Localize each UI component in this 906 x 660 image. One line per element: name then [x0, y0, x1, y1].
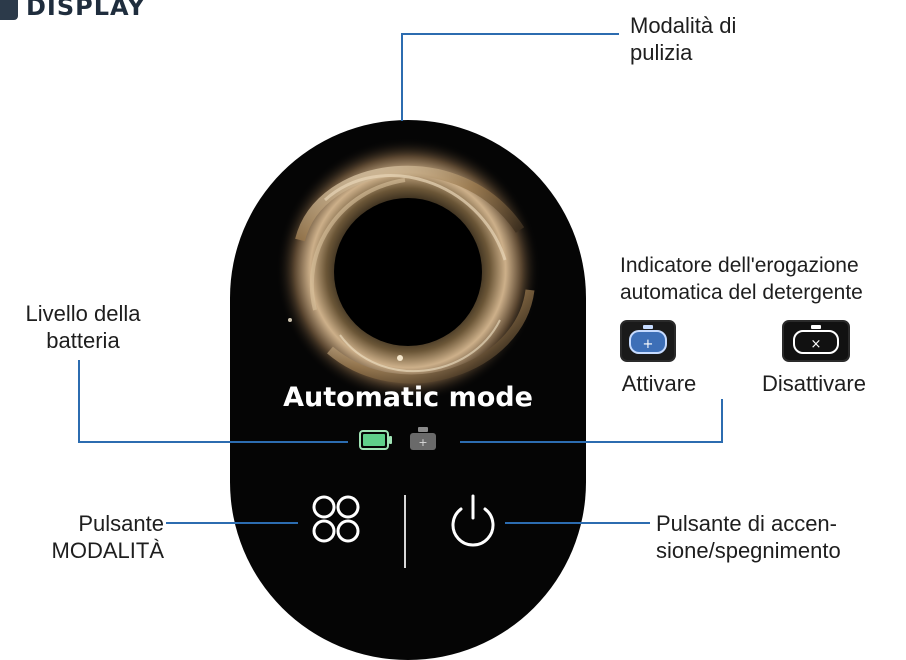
battery-icon: [359, 430, 392, 450]
callout-line-cleaning-mode-h: [401, 33, 619, 35]
activate-indicator-icon: +: [620, 320, 676, 362]
label-mode-button: Pulsante MODALITÀ: [51, 511, 164, 563]
callout-line-detergent-v: [721, 399, 723, 442]
detergent-icon: +: [410, 427, 436, 450]
label-deactivate: Disattivare: [762, 371, 866, 396]
four-circles-icon[interactable]: [312, 495, 360, 543]
label-power-button: Pulsante di accen- sione/spegnimento: [656, 511, 841, 563]
section-header: DISPLAY: [0, 0, 146, 22]
callout-line-detergent-h: [460, 441, 723, 443]
callout-line-battery-h: [78, 441, 348, 443]
mode-text: Automatic mode: [283, 382, 533, 413]
svg-text:+: +: [643, 337, 654, 352]
callout-line-power-button: [505, 522, 650, 524]
callout-line-mode-button: [166, 522, 298, 524]
label-battery-level: Livello della batteria: [25, 301, 141, 353]
section-title: DISPLAY: [26, 0, 146, 21]
deactivate-indicator-icon: ×: [782, 320, 850, 362]
label-detergent-indicator: Indicatore dell'erogazione automatica de…: [620, 254, 863, 304]
section-marker: [0, 0, 18, 20]
callout-line-battery-v: [78, 360, 80, 442]
callout-line-cleaning-mode: [401, 33, 403, 121]
svg-text:×: ×: [811, 337, 822, 352]
label-cleaning-mode: Modalità di pulizia: [630, 13, 737, 65]
svg-text:+: +: [418, 436, 427, 449]
swirl-graphic: +: [276, 138, 540, 568]
power-icon[interactable]: [451, 494, 495, 547]
label-activate: Attivare: [621, 371, 697, 396]
device-display: + Automatic mode: [230, 120, 586, 660]
